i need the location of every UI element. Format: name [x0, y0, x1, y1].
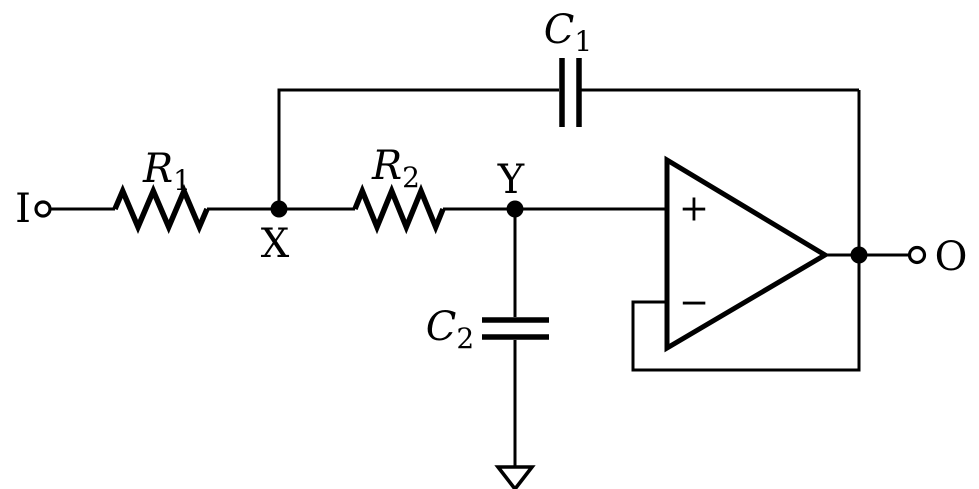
opamp-plus-input-label: +	[679, 189, 709, 230]
node-y-label: Y	[497, 157, 525, 203]
capacitor-c2	[482, 317, 549, 340]
resistor-r2-label: R2	[371, 143, 420, 194]
output-terminal-label: O	[935, 234, 968, 280]
wire-node-x-to-c1-left	[277, 88, 559, 209]
node-x-label: X	[261, 221, 290, 267]
output-node-dot	[850, 246, 868, 264]
node-x-dot	[270, 200, 288, 218]
input-terminal-label: I	[15, 186, 31, 232]
wire-feedback-loop	[631, 90, 861, 372]
resistor-r2	[352, 183, 446, 235]
opamp-triangle	[664, 155, 830, 353]
capacitor-c1	[559, 58, 582, 127]
resistor-r1-label: R1	[142, 146, 191, 197]
output-terminal-circle	[907, 245, 927, 265]
capacitor-c2-label: C2	[426, 304, 474, 355]
resistor-r1	[112, 183, 210, 235]
ground-icon	[494, 465, 536, 489]
capacitor-c1-label: C1	[544, 7, 592, 58]
opamp-minus-input-label: −	[679, 283, 709, 324]
input-terminal-circle	[34, 200, 52, 218]
node-y-dot	[506, 200, 524, 218]
